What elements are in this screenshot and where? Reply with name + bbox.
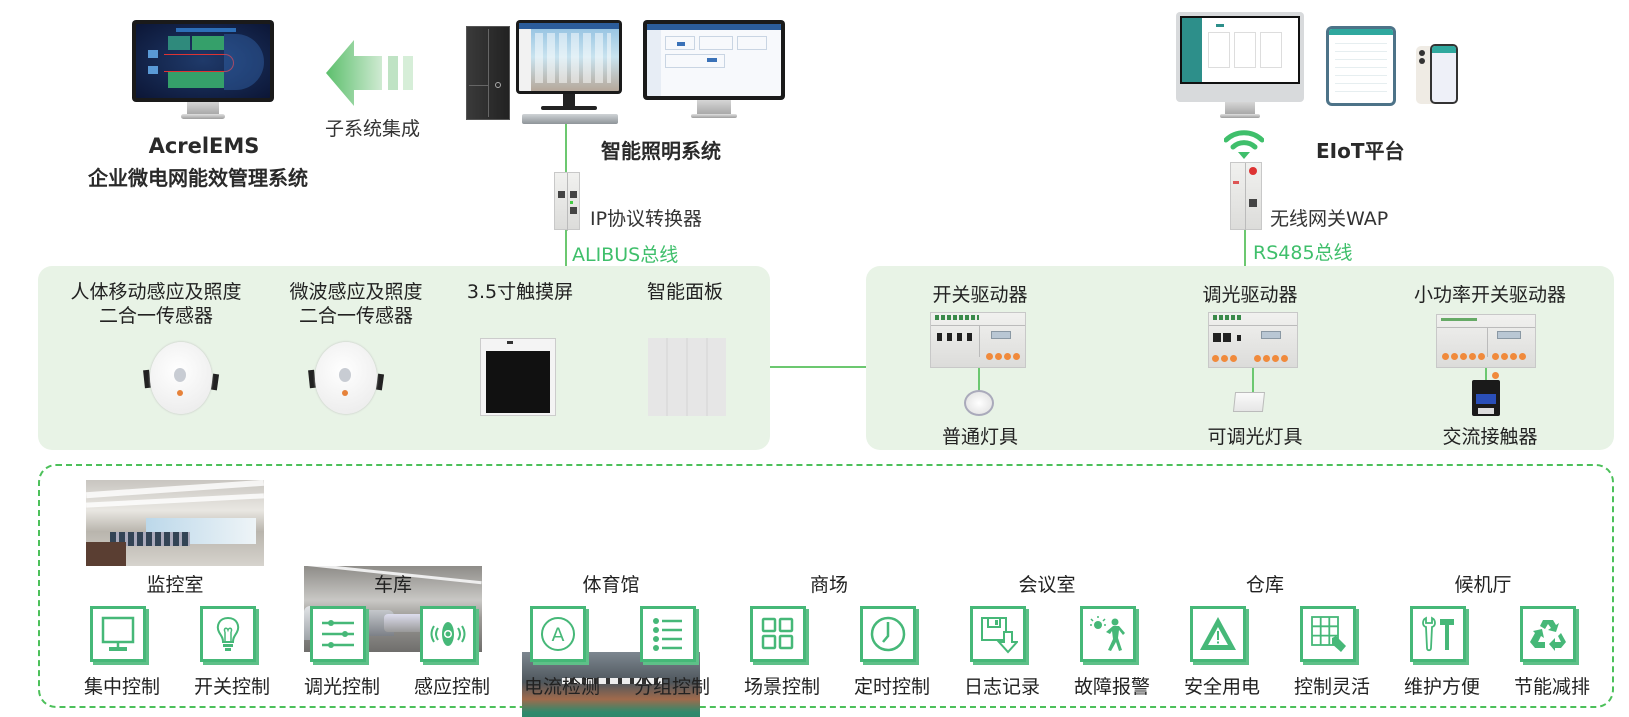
feature-label-group-control: 分组控制 — [633, 676, 710, 698]
downlight-icon — [964, 390, 994, 416]
pc-tower — [466, 26, 510, 120]
device-label-microwave-sensor: 微波感应及照度 二合一传感器 — [266, 280, 446, 328]
ampere-icon: A — [530, 606, 586, 662]
scene-photo-control-room — [86, 480, 264, 566]
floppy-download-icon — [970, 606, 1026, 662]
alibus-label: ALIBUS总线 — [572, 244, 679, 266]
tools-icon — [1410, 606, 1466, 662]
keyboard — [522, 114, 618, 124]
warning-triangle-icon — [1190, 606, 1246, 662]
ems-subtitle: 企业微电网能效管理系统 — [88, 166, 308, 190]
low-power-driver-line — [1485, 368, 1487, 380]
list-icon — [640, 606, 696, 662]
application-area — [38, 464, 1614, 708]
load-label-ac-contactor: 交流接触器 — [1442, 426, 1538, 448]
scene-label-airport-lounge: 候机厅 — [1454, 574, 1512, 596]
lighting-monitor-2 — [643, 20, 785, 124]
switch-driver-device — [930, 312, 1026, 368]
feature-label-log-record: 日志记录 — [963, 676, 1040, 698]
svg-text:A: A — [552, 624, 565, 646]
driver-label-low-power-switch: 小功率开关驱动器 — [1413, 284, 1566, 306]
touch-screen-icon — [480, 338, 556, 416]
device-label-line2: 二合一传感器 — [98, 305, 213, 327]
panel-connector-line — [770, 366, 866, 368]
device-label-smart-panel: 智能面板 — [646, 281, 723, 303]
feature-label-current-detection: 电流检测 — [523, 676, 600, 698]
switch-driver-line — [978, 368, 980, 392]
wireless-gateway-device — [1230, 162, 1262, 231]
feature-label-centralized-control: 集中控制 — [83, 676, 160, 698]
feature-label-sensor-control: 感应控制 — [413, 676, 490, 698]
dimming-driver-line — [1252, 368, 1254, 392]
monitor-icon — [90, 606, 146, 662]
scene-label-garage: 车库 — [373, 574, 412, 596]
feature-label-flexible-control: 控制灵活 — [1293, 676, 1370, 698]
feature-label-scene-control: 场景控制 — [743, 676, 820, 698]
scene-label-control-room: 监控室 — [146, 574, 204, 596]
feature-label-electrical-safety: 安全用电 — [1183, 676, 1260, 698]
lighting-system-title: 智能照明系统 — [601, 139, 721, 163]
driver-label-switch: 开关驱动器 — [932, 284, 1028, 306]
ip-converter-device — [554, 172, 580, 231]
feature-label-energy-saving: 节能减排 — [1513, 676, 1590, 698]
scene-label-mall: 商场 — [809, 574, 848, 596]
panel-lamp-icon — [1232, 392, 1266, 412]
ip-converter-label: IP协议转换器 — [590, 208, 703, 230]
device-label-touch-screen: 3.5寸触摸屏 — [466, 281, 574, 303]
smart-panel-icon — [648, 338, 726, 416]
feature-label-timer-control: 定时控制 — [853, 676, 930, 698]
scene-label-meeting-room: 会议室 — [1018, 574, 1076, 596]
device-label-pir-sensor: 人体移动感应及照度 二合一传感器 — [56, 280, 256, 328]
lighting-monitor-1 — [516, 20, 622, 124]
rs485-label: RS485总线 — [1253, 242, 1353, 264]
device-label-line1: 人体移动感应及照度 — [70, 281, 242, 303]
touch-grid-icon — [1300, 606, 1356, 662]
integration-label: 子系统集成 — [325, 118, 421, 140]
scene-label-warehouse: 仓库 — [1245, 574, 1284, 596]
feature-label-switch-control: 开关控制 — [193, 676, 270, 698]
scene-photo-gym — [522, 652, 700, 717]
clock-icon — [860, 606, 916, 662]
ems-monitor — [132, 20, 274, 122]
ems-name: AcrelEMS — [148, 134, 260, 158]
eiot-monitor — [1176, 12, 1304, 120]
pir-sensor-icon — [140, 340, 220, 416]
scene-label-gym: 体育馆 — [582, 574, 640, 596]
integration-arrow-icon — [326, 40, 413, 106]
recycle-icon — [1520, 606, 1576, 662]
grid-icon — [750, 606, 806, 662]
wireless-gateway-label: 无线网关WAP — [1270, 208, 1389, 230]
feature-label-dimming-control: 调光控制 — [303, 676, 380, 698]
load-label-dimmable-lamp: 可调光灯具 — [1207, 426, 1303, 448]
wifi-icon — [1224, 130, 1264, 159]
sensor-wave-icon — [420, 606, 476, 662]
device-label-line1: 微波感应及照度 — [289, 281, 423, 303]
eiot-tablet — [1326, 26, 1396, 106]
eiot-title: EIoT平台 — [1316, 139, 1405, 163]
eiot-phone — [1416, 44, 1460, 106]
alarm-person-icon — [1080, 606, 1136, 662]
feature-label-fault-alarm: 故障报警 — [1073, 676, 1150, 698]
driver-label-dimming: 调光驱动器 — [1202, 284, 1298, 306]
device-label-line2: 二合一传感器 — [298, 305, 413, 327]
dimming-driver-device — [1208, 312, 1298, 368]
microwave-sensor-icon — [307, 340, 387, 416]
low-power-driver-device — [1436, 314, 1536, 379]
sliders-icon — [310, 606, 366, 662]
light-bulb-icon — [200, 606, 256, 662]
load-label-normal-lamp: 普通灯具 — [941, 426, 1018, 448]
rs485-line — [1244, 230, 1246, 266]
ac-contactor-icon — [1472, 380, 1500, 416]
feature-label-easy-maintenance: 维护方便 — [1403, 676, 1480, 698]
